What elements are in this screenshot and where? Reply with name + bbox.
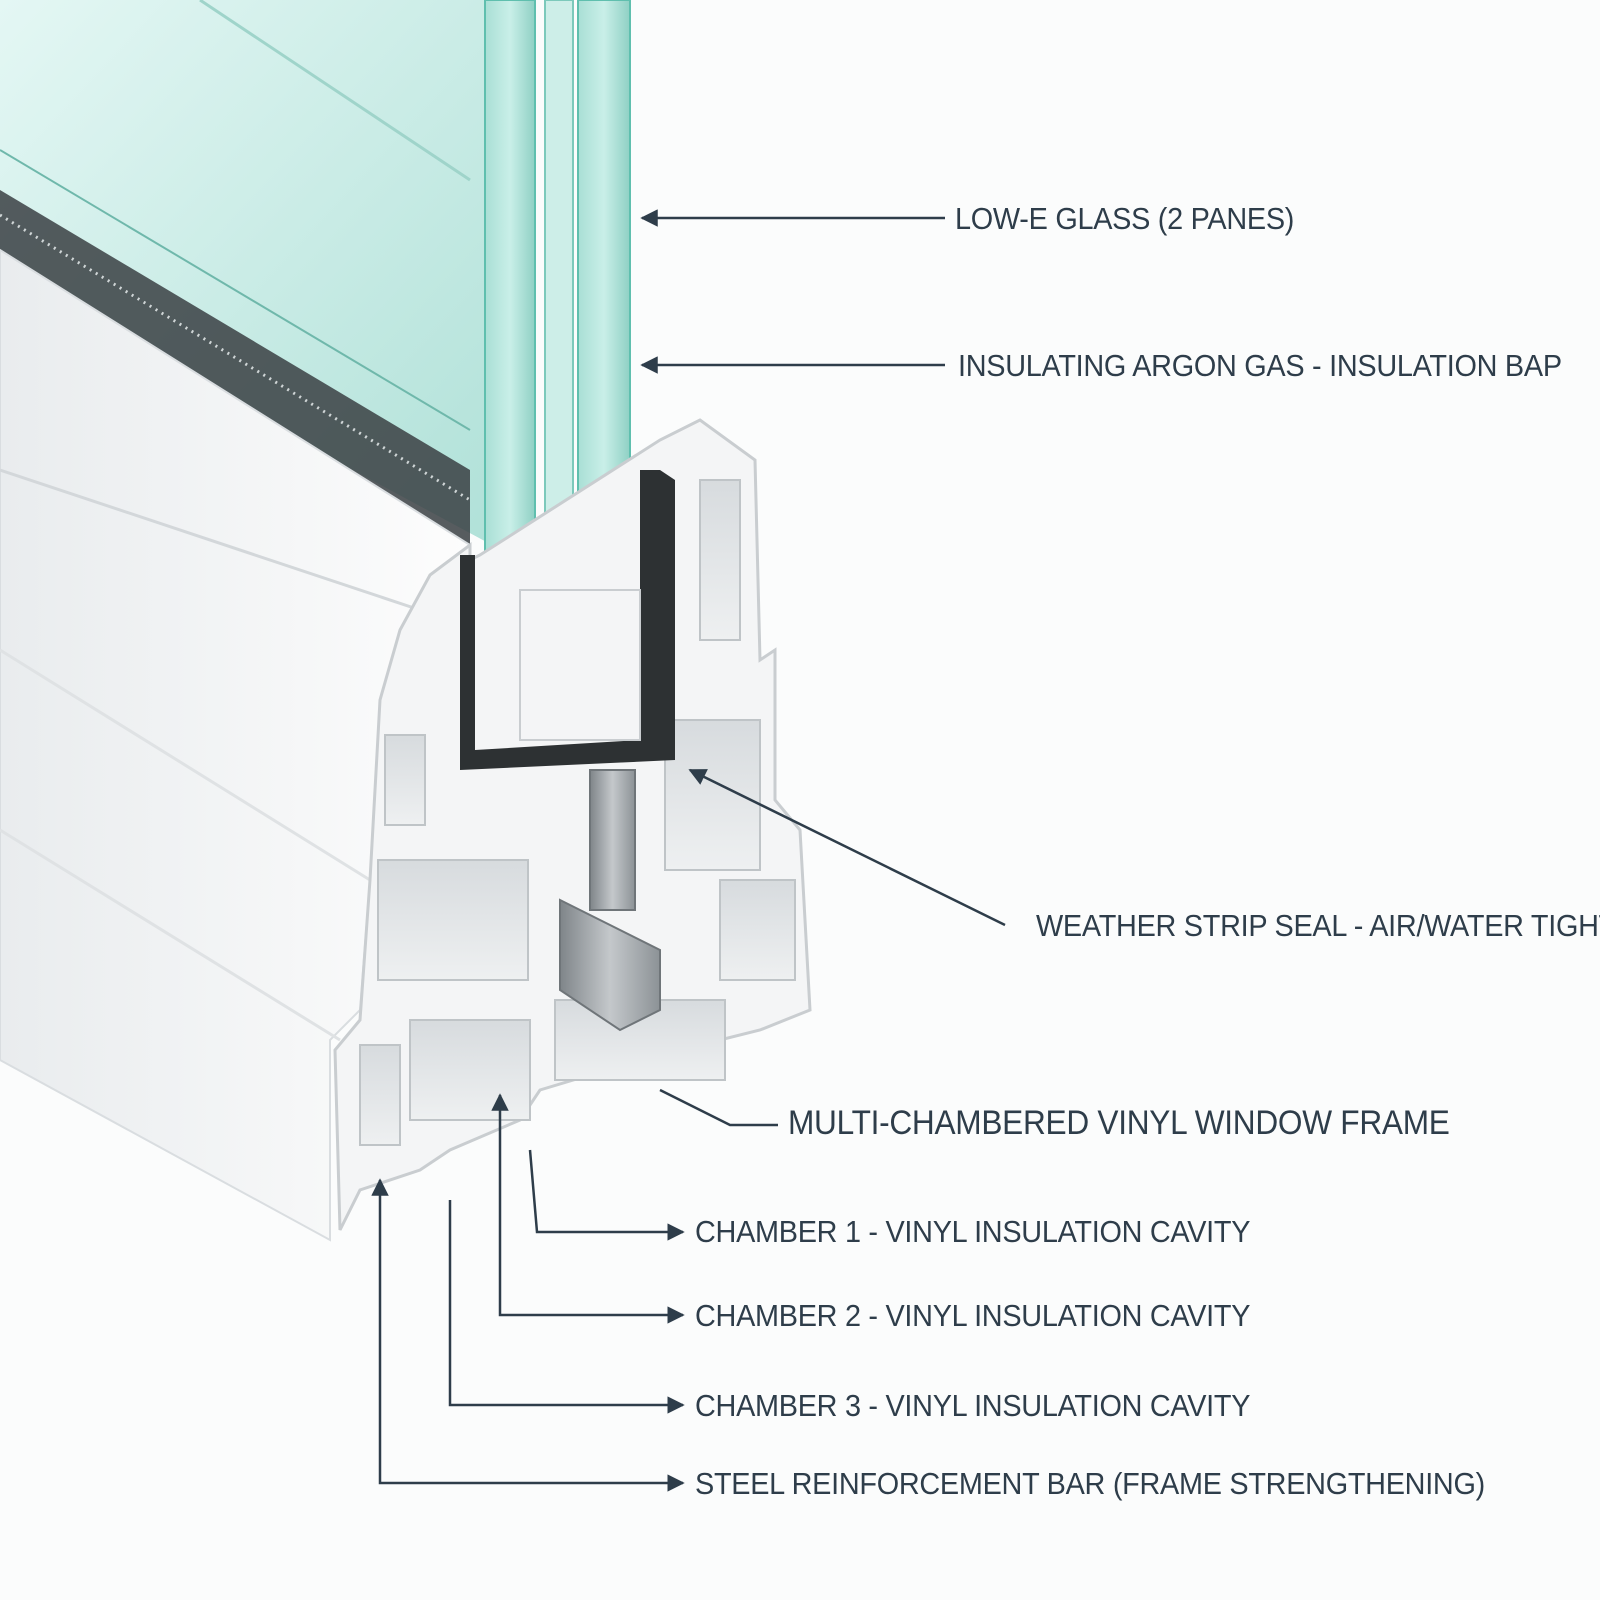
callout-low-e-glass: LOW-E GLASS (2 PANES) [955, 203, 1294, 234]
chamber-top-right [700, 480, 740, 640]
glazing-bead [520, 590, 640, 740]
leader-steel-bar [380, 1180, 683, 1483]
glass-pane-outer [485, 0, 535, 575]
chamber-2 [410, 1020, 530, 1120]
argon-gap [545, 0, 573, 560]
steel-reinforcement-upper [590, 770, 635, 910]
chamber-upper-right [665, 720, 760, 870]
small-chamber-left [385, 735, 425, 825]
callout-weather-strip: WEATHER STRIP SEAL - AIR/WATER TIGHT [1036, 910, 1600, 941]
callout-chamber-1: CHAMBER 1 - VINYL INSULATION CAVITY [695, 1216, 1250, 1247]
callout-argon-gas: INSULATING ARGON GAS - INSULATION BAP [958, 350, 1562, 381]
leader-chamber-1 [530, 1150, 683, 1232]
chamber-3 [378, 860, 528, 980]
chamber-right [720, 880, 795, 980]
leader-chamber-2 [500, 1095, 683, 1315]
callout-steel-bar: STEEL REINFORCEMENT BAR (FRAME STRENGTHE… [695, 1468, 1485, 1499]
callout-vinyl-frame: MULTI-CHAMBERED VINYL WINDOW FRAME [788, 1106, 1450, 1140]
callout-chamber-3: CHAMBER 3 - VINYL INSULATION CAVITY [695, 1390, 1250, 1421]
leader-vinyl-frame [660, 1090, 778, 1125]
chamber-small-bottom [360, 1045, 400, 1145]
callout-chamber-2: CHAMBER 2 - VINYL INSULATION CAVITY [695, 1300, 1250, 1331]
